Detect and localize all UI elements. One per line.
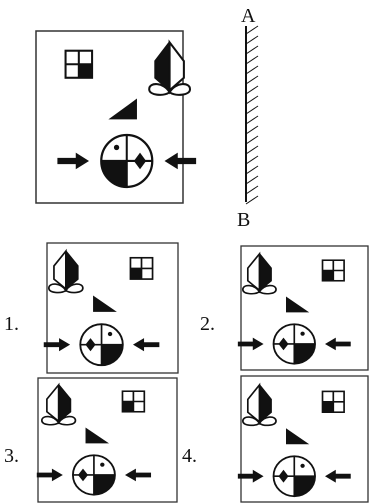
option-4-label: 4.: [182, 445, 197, 467]
mirror-label: A: [241, 5, 256, 27]
original-figure: [35, 30, 198, 204]
option-2-label: 2.: [200, 313, 215, 335]
option-3[interactable]: 3.: [4, 377, 178, 503]
option-2[interactable]: 2.: [200, 245, 369, 371]
option-1-label: 1.: [4, 313, 19, 335]
option-3-label: 3.: [4, 445, 19, 467]
mirror-hatch-icon: [245, 25, 259, 205]
option-4[interactable]: 4.: [182, 375, 369, 503]
option-1[interactable]: 1.: [4, 242, 179, 374]
answers-header: B: [237, 209, 250, 231]
mirror: A: [241, 5, 259, 205]
